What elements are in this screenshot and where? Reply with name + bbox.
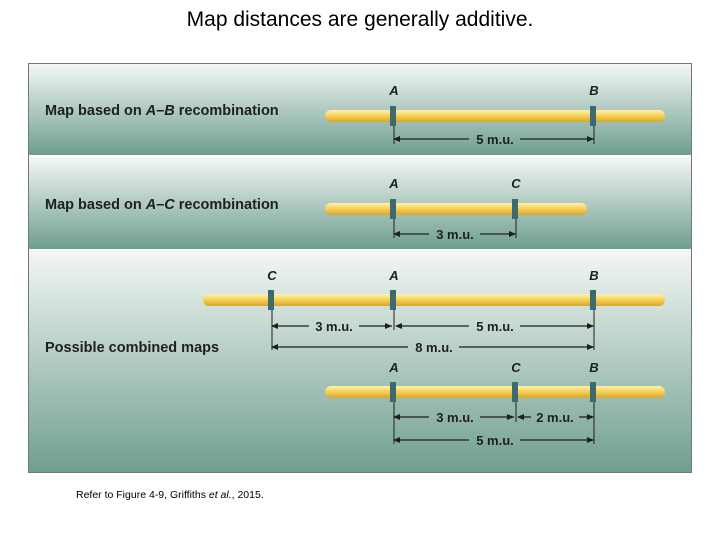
caption-suffix: , 2015. <box>232 489 264 501</box>
locus-label-b: B <box>589 83 598 98</box>
chromosome-ac <box>325 203 587 215</box>
distance-label-ca: 3 m.u. <box>315 319 353 334</box>
locus-label-c: C <box>267 268 277 283</box>
locus-label-a: A <box>388 83 398 98</box>
locus-band-a <box>390 106 396 126</box>
caption-prefix: Refer to Figure 4-9, Griffiths <box>76 489 209 501</box>
locus-band-a <box>390 382 396 402</box>
locus-band-c <box>268 290 274 310</box>
locus-label-a: A <box>388 176 398 191</box>
locus-label-b: B <box>589 360 598 375</box>
figure-panel: Map based on A–B recombination A B 5 m.u… <box>28 63 692 473</box>
chromosome-ab <box>325 110 665 122</box>
chromosome-combined-2 <box>325 386 665 398</box>
locus-label-b: B <box>589 268 598 283</box>
distance-label-cb2: 2 m.u. <box>536 410 574 425</box>
locus-band-b <box>590 290 596 310</box>
panel-combined-label: Possible combined maps <box>45 340 219 356</box>
locus-band-b <box>590 106 596 126</box>
distance-label-ac2: 3 m.u. <box>436 410 474 425</box>
locus-band-a <box>390 290 396 310</box>
figure-caption: Refer to Figure 4-9, Griffiths et al., 2… <box>76 489 264 501</box>
panel-ab-label: Map based on A–B recombination <box>45 103 279 119</box>
panel-ac-label: Map based on A–C recombination <box>45 197 279 213</box>
locus-label-a: A <box>388 360 398 375</box>
locus-band-c <box>512 199 518 219</box>
caption-italic: et al. <box>209 489 232 501</box>
slide-title: Map distances are generally additive. <box>0 8 720 32</box>
locus-label-c: C <box>511 360 521 375</box>
distance-label-ab3: 5 m.u. <box>476 433 514 448</box>
distance-label-ac: 3 m.u. <box>436 227 474 242</box>
locus-label-c: C <box>511 176 521 191</box>
locus-band-a <box>390 199 396 219</box>
locus-band-c <box>512 382 518 402</box>
distance-label-ab2: 5 m.u. <box>476 319 514 334</box>
locus-label-a: A <box>388 268 398 283</box>
distance-label-cb: 8 m.u. <box>415 340 453 355</box>
distance-label-ab: 5 m.u. <box>476 132 514 147</box>
locus-band-b <box>590 382 596 402</box>
